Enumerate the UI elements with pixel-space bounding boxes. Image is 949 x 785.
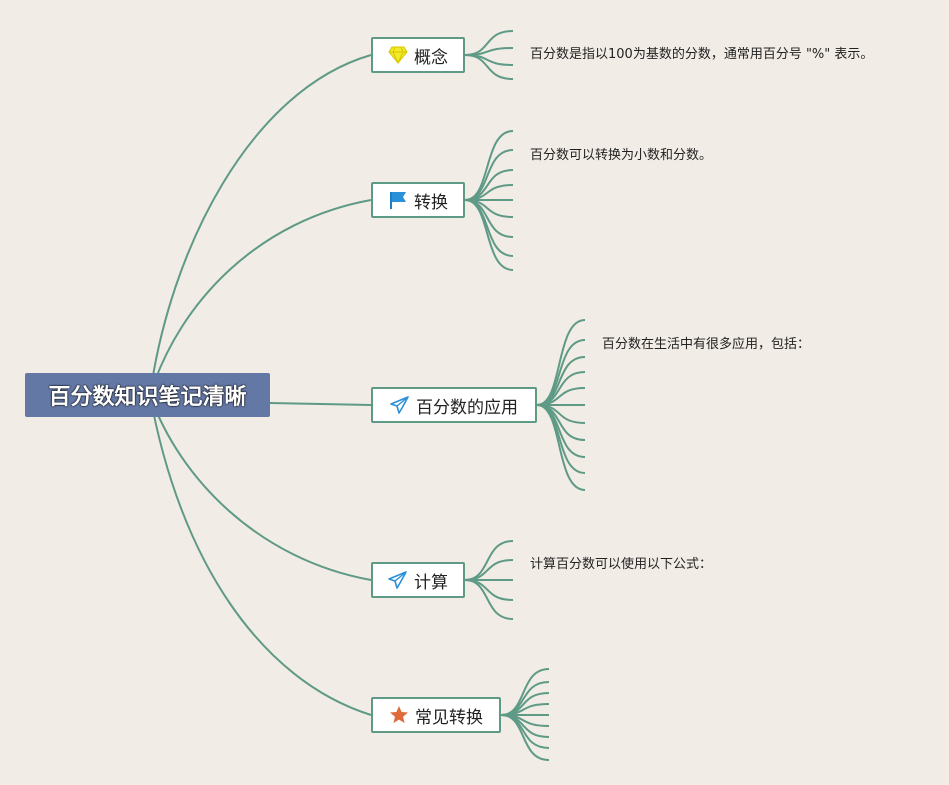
note-concept: 百分数是指以100为基数的分数，通常用百分号 "%" 表示。: [530, 47, 874, 62]
fan-line-common-8: [500, 714, 550, 761]
star-icon: [389, 705, 409, 725]
note-convert: 百分数可以转换为小数和分数。: [530, 148, 713, 163]
branch-calculate[interactable]: 计算: [371, 562, 465, 598]
note-application: 百分数在生活中有很多应用，包括：: [602, 337, 811, 352]
branch-common-conversions[interactable]: 常见转换: [371, 697, 501, 733]
fan-line-application-0: [536, 319, 586, 406]
branch-application-label: 百分数的应用: [416, 397, 518, 418]
root-topic-label: 百分数知识笔记清晰: [48, 385, 247, 410]
branch-convert-label: 转换: [414, 192, 448, 213]
fan-line-calculate-3: [464, 579, 514, 601]
fan-line-calculate-1: [464, 559, 514, 581]
fan-line-application-10: [536, 404, 586, 491]
paper-plane-icon: [390, 395, 410, 415]
branch-convert[interactable]: 转换: [371, 182, 465, 218]
root-topic[interactable]: 百分数知识笔记清晰: [25, 373, 270, 417]
note-calculate: 计算百分数可以使用以下公式：: [530, 557, 713, 572]
fan-line-calculate-4: [464, 579, 514, 620]
paper-plane-icon: [388, 570, 408, 590]
connector-root-convert: [149, 199, 372, 396]
flag-icon: [388, 190, 408, 210]
fan-line-convert-0: [464, 130, 514, 201]
fan-line-concept-3: [464, 54, 514, 80]
connector-root-application: [269, 402, 372, 406]
branch-application[interactable]: 百分数的应用: [371, 387, 537, 423]
branch-concept-label: 概念: [414, 47, 448, 68]
connector-root-concept: [149, 54, 372, 396]
fan-line-application-2: [536, 356, 586, 406]
connector-root-common: [149, 394, 372, 716]
fan-line-convert-8: [464, 199, 514, 271]
connector-root-calculate: [149, 394, 372, 581]
branch-calculate-label: 计算: [414, 572, 448, 593]
fan-line-common-7: [500, 714, 550, 749]
branch-concept[interactable]: 概念: [371, 37, 465, 73]
diamond-icon: [388, 45, 408, 65]
branch-common-conversions-label: 常见转换: [415, 707, 483, 728]
fan-line-concept-1: [464, 47, 514, 56]
